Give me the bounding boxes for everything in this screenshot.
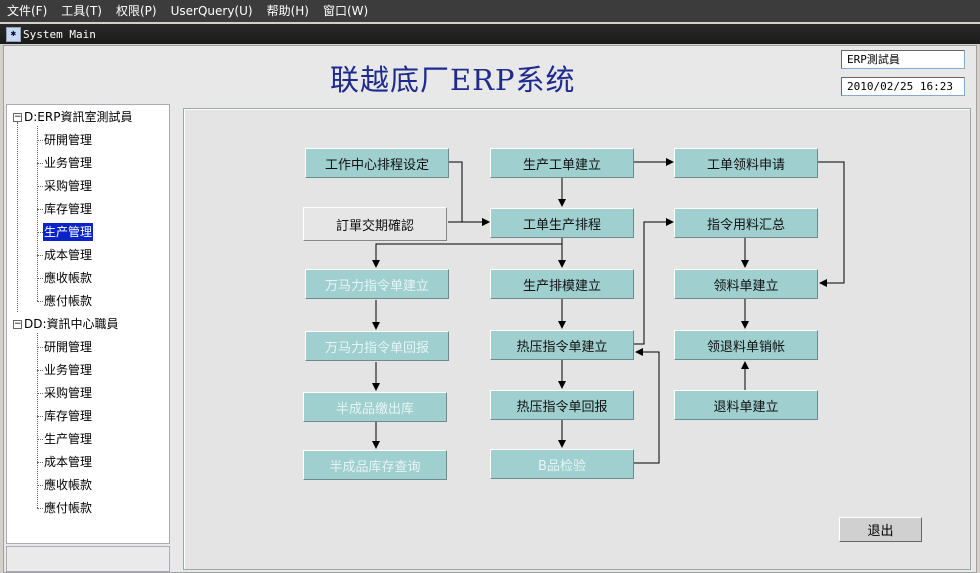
collapse-icon[interactable]: − (13, 112, 22, 122)
tree-connector (37, 186, 43, 187)
tree-connector (37, 232, 43, 233)
tree-connector (37, 462, 43, 463)
tree-connector (37, 393, 43, 394)
tree-item-business-2[interactable]: 业务管理 (44, 363, 93, 377)
work-center-schedule-button[interactable]: 工作中心排程设定 (305, 148, 449, 178)
tree-connector (17, 122, 18, 312)
order-delivery-confirm-button[interactable]: 訂單交期確認 (303, 207, 447, 241)
tree-connector (37, 416, 43, 417)
menu-window[interactable]: 窗口(W) (322, 4, 369, 18)
material-requisition-create-button[interactable]: 领料单建立 (674, 269, 818, 299)
collapse-icon[interactable]: − (13, 319, 22, 329)
tree-group-erp-tester[interactable]: D:ERP資訊室測試員 (24, 110, 133, 124)
user-name-field: ERP測試員 (841, 50, 965, 69)
tree-connector (37, 301, 43, 302)
material-return-create-button[interactable]: 退料单建立 (674, 390, 818, 420)
app-icon: ✱ (6, 26, 21, 42)
semi-finished-out-button[interactable]: 半成品缴出库 (303, 392, 447, 422)
tree-connector (37, 209, 43, 210)
tree-connector (37, 255, 43, 256)
tree-connector (37, 333, 38, 508)
status-bar (6, 546, 170, 572)
tree-item-payable[interactable]: 應付帳款 (44, 294, 93, 308)
wml-instruction-report-button[interactable]: 万马力指令单回报 (305, 331, 449, 361)
tree-item-cost[interactable]: 成本管理 (44, 248, 93, 262)
tree-item-rd[interactable]: 研開管理 (44, 133, 93, 147)
tree-item-receivable-2[interactable]: 應收帳款 (44, 478, 93, 492)
tree-connector (37, 370, 43, 371)
tree-item-receivable[interactable]: 應收帳款 (44, 271, 93, 285)
tree-item-purchase[interactable]: 采购管理 (44, 179, 93, 193)
tree-connector (37, 140, 43, 141)
window-title: System Main (23, 27, 96, 41)
menu-help[interactable]: 帮助(H) (266, 4, 309, 18)
tree-group-info-center[interactable]: DD:資訊中心職員 (24, 317, 119, 331)
tree-item-inventory-2[interactable]: 库存管理 (44, 409, 93, 423)
app-title: 联越底厂ERP系统 (330, 63, 576, 97)
production-mold-create-button[interactable]: 生产排模建立 (490, 269, 634, 299)
semi-finished-inventory-button[interactable]: 半成品库存查询 (303, 450, 447, 480)
tree-connector (37, 126, 38, 301)
exit-button[interactable]: 退出 (839, 517, 922, 542)
tree-item-inventory[interactable]: 库存管理 (44, 202, 93, 216)
instruction-material-summary-button[interactable]: 指令用料汇总 (674, 208, 818, 238)
tree-connector (37, 485, 43, 486)
datetime-field: 2010/02/25 16:23 (841, 77, 965, 96)
tree-connector (37, 278, 43, 279)
tree-item-cost-2[interactable]: 成本管理 (44, 455, 93, 469)
tree-connector (37, 439, 43, 440)
menu-userquery[interactable]: UserQuery(U) (170, 4, 253, 18)
menu-permissions[interactable]: 权限(P) (115, 4, 157, 18)
hot-press-create-button[interactable]: 热压指令单建立 (490, 330, 634, 360)
b-grade-inspection-button[interactable]: B品检验 (490, 449, 634, 479)
tree-item-purchase-2[interactable]: 采购管理 (44, 386, 93, 400)
window-titlebar[interactable]: ✱ System Main (0, 24, 980, 44)
hot-press-report-button[interactable]: 热压指令单回报 (490, 390, 634, 420)
tree-connector (37, 163, 43, 164)
tree-item-production-selected[interactable]: 生产管理 (43, 223, 94, 241)
tree-item-rd-2[interactable]: 研開管理 (44, 340, 93, 354)
menu-bar: 文件(F) 工具(T) 权限(P) UserQuery(U) 帮助(H) 窗口(… (0, 0, 980, 22)
menu-file[interactable]: 文件(F) (7, 4, 48, 18)
tree-item-payable-2[interactable]: 應付帳款 (44, 501, 93, 515)
tree-connector (37, 508, 43, 509)
tree-connector (37, 347, 43, 348)
requisition-return-writeoff-button[interactable]: 领退料单销帐 (674, 330, 818, 360)
tree-item-production-2[interactable]: 生产管理 (44, 432, 93, 446)
work-order-material-request-button[interactable]: 工单领料申请 (674, 148, 818, 178)
wml-instruction-create-button[interactable]: 万马力指令单建立 (305, 269, 449, 299)
work-order-schedule-button[interactable]: 工单生产排程 (490, 208, 634, 238)
create-work-order-button[interactable]: 生产工单建立 (490, 148, 634, 178)
navigation-tree[interactable]: − D:ERP資訊室測試員 研開管理 业务管理 采购管理 库存管理 生产管理 成… (6, 104, 170, 544)
tree-item-business[interactable]: 业务管理 (44, 156, 93, 170)
menu-tools[interactable]: 工具(T) (61, 4, 102, 18)
